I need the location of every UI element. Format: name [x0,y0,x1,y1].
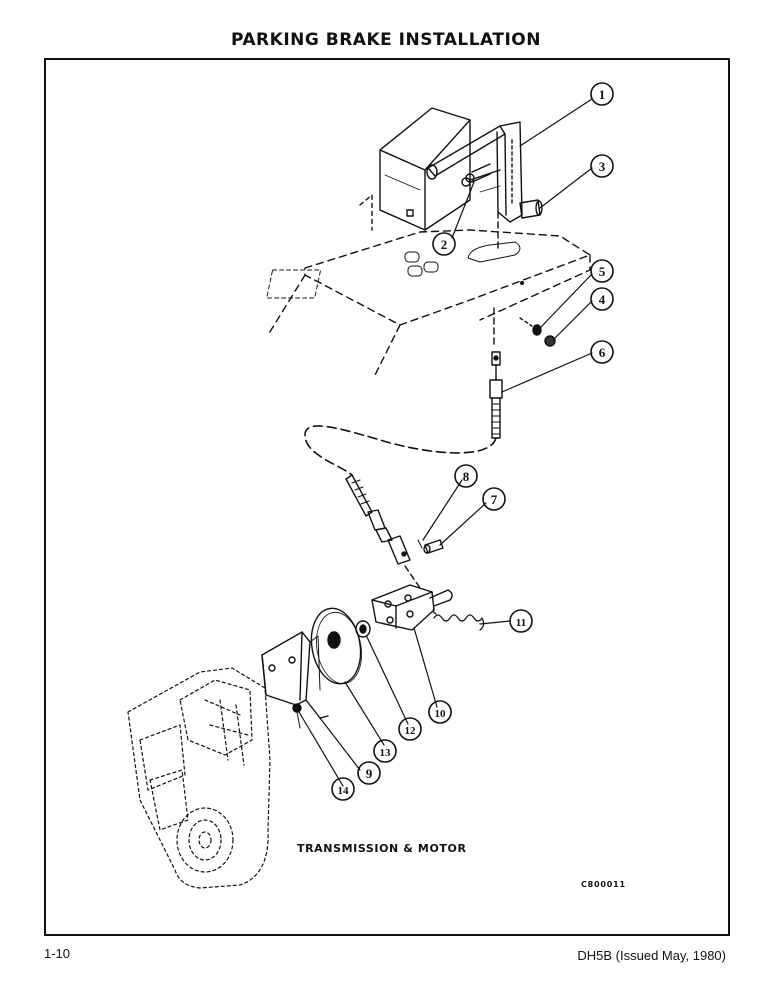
page-number: 1-10 [44,946,71,961]
mounting-bracket [261,631,329,719]
leader-lines [298,98,593,787]
return-spring [432,607,485,631]
console-cutouts [266,241,524,299]
callout-5: 5 [599,264,606,279]
callout-14: 14 [338,785,350,797]
callout-1: 1 [599,87,606,102]
brake-caliper [371,584,453,631]
clevis-pin [404,539,444,589]
nut-washer [493,307,556,347]
cable-upper-end [489,351,503,439]
figure-code: C800011 [581,880,626,889]
cable-lower-end [345,474,411,565]
callout-8: 8 [463,469,470,484]
figure-frame [44,58,730,936]
callout-numbers: 1 2 3 4 5 6 7 8 9 10 11 12 13 14 [338,87,606,797]
figure-caption: TRANSMISSION & MOTOR [297,842,467,855]
brake-disc [310,607,362,685]
callout-2: 2 [441,237,448,252]
lever-housing [379,107,471,231]
callout-6: 6 [599,345,606,360]
brake-cable [304,425,497,476]
callout-11: 11 [516,617,526,629]
callout-13: 13 [380,747,392,759]
transmission-motor [127,667,271,889]
callout-10: 10 [435,708,447,720]
callout-3: 3 [599,159,606,174]
callout-circles [331,82,614,801]
callout-12: 12 [405,725,417,737]
document-reference: DH5B (Issued May, 1980) [577,948,726,963]
page-title: PARKING BRAKE INSTALLATION [231,30,541,50]
bracket-bolt [292,703,302,729]
lever-bolt [465,163,491,183]
callout-4: 4 [599,292,606,307]
callout-9: 9 [366,766,373,781]
console-surface [267,194,591,376]
lever-pin [519,199,543,219]
brake-lever [426,121,523,251]
callout-7: 7 [491,492,498,507]
